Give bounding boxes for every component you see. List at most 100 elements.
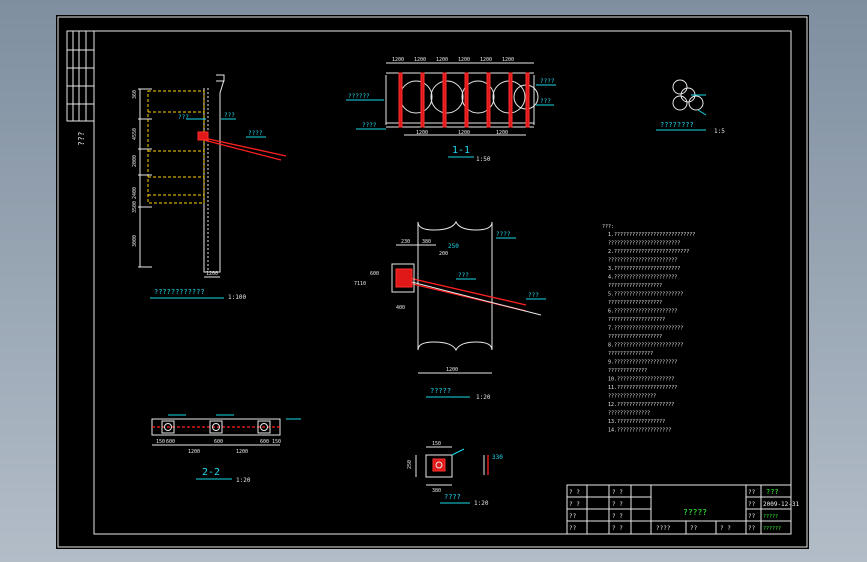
dim-1-1-top-6: 1200 bbox=[502, 57, 514, 63]
dim-2-2-1: 150 bbox=[156, 439, 165, 445]
note-line: ???????????????????????? bbox=[608, 241, 680, 247]
drawing-sheet: ??? 360 4550 2000 bbox=[56, 15, 809, 549]
section-view: 360 4550 2000 2400 3500 3000 ??? ??? ???… bbox=[132, 74, 287, 301]
svg-text:????: ???? bbox=[248, 130, 263, 137]
node-dim-2: 380 bbox=[422, 239, 431, 245]
tb-row3-a: ?? bbox=[569, 513, 577, 520]
anchor-plate-title: ???? bbox=[444, 493, 461, 501]
note-line: 5.??????????????????????? bbox=[608, 292, 683, 298]
note-line: ?????????????? bbox=[608, 411, 650, 417]
note-line: ?????????????????? bbox=[608, 283, 662, 289]
note-line: 14.?????????????????? bbox=[608, 428, 671, 434]
tb-row1-a: ? ? bbox=[569, 489, 580, 496]
tb-row2-b: ? ? bbox=[612, 501, 623, 508]
dim-bottom: 1200 bbox=[206, 271, 218, 277]
dim-left-3: 2000 bbox=[132, 155, 138, 167]
dim-2-2-2: 600 bbox=[166, 439, 175, 445]
node-detail-title: ????? bbox=[430, 387, 451, 395]
dim-1-1-top-3: 1200 bbox=[436, 57, 448, 63]
svg-text:???: ??? bbox=[458, 272, 469, 279]
dim-2-2-5: 1200 bbox=[236, 449, 248, 455]
dim-2-2-4: 600 bbox=[214, 439, 223, 445]
company-label: ?? bbox=[748, 489, 756, 496]
node-detail: 230 380 200 250 600 400 7110 ???? ??? ??… bbox=[354, 220, 546, 401]
tb-row4-b: ? ? bbox=[612, 525, 623, 532]
note-line: 12.??????????????????? bbox=[608, 402, 674, 408]
note-line: ??????????????? bbox=[608, 351, 653, 357]
dim-2-2-7: 150 bbox=[272, 439, 281, 445]
tb-row2-a: ? ? bbox=[569, 501, 580, 508]
dim-1-1-bottom-1: 1200 bbox=[416, 130, 428, 136]
note-line: ?????????????????? bbox=[608, 334, 662, 340]
node-dim-6: 600 bbox=[370, 271, 379, 277]
dim-1-1-bottom-2: 1200 bbox=[458, 130, 470, 136]
anchor-plate-scale: 1:20 bbox=[474, 500, 489, 507]
svg-text:???: ??? bbox=[540, 98, 551, 105]
dim-left-4: 2400 bbox=[132, 187, 138, 199]
binding-strip: ??? bbox=[66, 30, 95, 146]
svg-text:???: ??? bbox=[178, 114, 189, 121]
drawing-title: ????? bbox=[683, 508, 707, 517]
tb-bottom-2: ?? bbox=[690, 525, 698, 532]
node-dim-4: 250 bbox=[448, 243, 459, 250]
svg-text:??????: ?????? bbox=[348, 93, 370, 100]
section-1-1-title: 1-1 bbox=[452, 145, 470, 156]
note-line: 4.????????????????????? bbox=[608, 275, 677, 281]
section-view-title: ???????????? bbox=[154, 288, 205, 296]
note-line: ????????????? bbox=[608, 368, 647, 374]
anchor-plate-detail: 150 380 250 330 ???? 1:20 bbox=[407, 441, 503, 507]
circle-detail-scale: 1:5 bbox=[714, 128, 725, 135]
note-line: ???????????????? bbox=[608, 394, 656, 400]
tb-row1-b: ? ? bbox=[612, 489, 623, 496]
note-line: 11.???????????????????? bbox=[608, 385, 677, 391]
company: ??? bbox=[766, 488, 779, 496]
svg-text:????: ???? bbox=[540, 78, 555, 85]
date-label: ?? bbox=[748, 501, 756, 508]
section-1-1-scale: 1:50 bbox=[476, 156, 491, 163]
dim-left-5: 3500 bbox=[132, 201, 138, 213]
note-line: 8.??????????????????????? bbox=[608, 343, 683, 349]
node-dim-1: 230 bbox=[401, 239, 410, 245]
plate-dim-5: 330 bbox=[492, 454, 503, 461]
dim-left-2: 4550 bbox=[132, 128, 138, 140]
dim-1-1-bottom-3: 1200 bbox=[496, 130, 508, 136]
plate-dim-4: 380 bbox=[432, 488, 441, 494]
dim-1-1-top-4: 1200 bbox=[458, 57, 470, 63]
plate-dim-3: 250 bbox=[407, 460, 413, 469]
revision-label: ?? bbox=[748, 525, 756, 532]
title-block: ? ? ? ? ? ? ? ? ?? ? ? ?? ? ? ????? ????… bbox=[566, 484, 800, 535]
sheet-no-label: ?? bbox=[748, 513, 756, 520]
notes-lines: 1.??????????????????????????? ??????????… bbox=[608, 232, 695, 434]
node-dim-3: 200 bbox=[439, 251, 448, 257]
note-line: 6.????????????????????? bbox=[608, 309, 677, 315]
tb-bottom-3: ? ? bbox=[720, 525, 731, 532]
drawing-frame bbox=[93, 30, 792, 535]
note-line: 3.?????????????????????? bbox=[608, 266, 680, 272]
note-line: 13.???????????????? bbox=[608, 419, 665, 425]
tb-row3-b: ? ? bbox=[612, 513, 623, 520]
node-dim-8: 7110 bbox=[354, 281, 366, 287]
circle-detail-title: ???????? bbox=[660, 121, 694, 129]
svg-text:???: ??? bbox=[528, 292, 539, 299]
dim-2-2-6: 600 bbox=[260, 439, 269, 445]
date-value: 2009-12-31 bbox=[763, 501, 800, 508]
section-view-scale: 1:100 bbox=[228, 294, 246, 301]
tb-row4-a: ?? bbox=[569, 525, 577, 532]
dim-1-1-top-1: 1200 bbox=[392, 57, 404, 63]
notes-block: ???: 1.??????????????????????????? ?????… bbox=[602, 224, 695, 434]
section-2-2-title: 2-2 bbox=[202, 467, 220, 478]
svg-text:????: ???? bbox=[496, 231, 511, 238]
note-line: ?????????????????? bbox=[608, 300, 662, 306]
dim-left-1: 360 bbox=[132, 90, 138, 99]
note-line: ??????????????????? bbox=[608, 317, 665, 323]
note-line: 9.????????????????????? bbox=[608, 360, 677, 366]
tb-bottom-1: ???? bbox=[656, 525, 671, 532]
note-line: 1.??????????????????????????? bbox=[608, 232, 695, 238]
sheet-no: ????? bbox=[763, 514, 778, 520]
note-line: 2.????????????????????????? bbox=[608, 249, 689, 255]
dim-left-6: 3000 bbox=[132, 235, 138, 247]
node-dim-bottom: 1200 bbox=[446, 367, 458, 373]
notes-header: ???: bbox=[602, 224, 614, 230]
dim-1-1-top-5: 1200 bbox=[480, 57, 492, 63]
